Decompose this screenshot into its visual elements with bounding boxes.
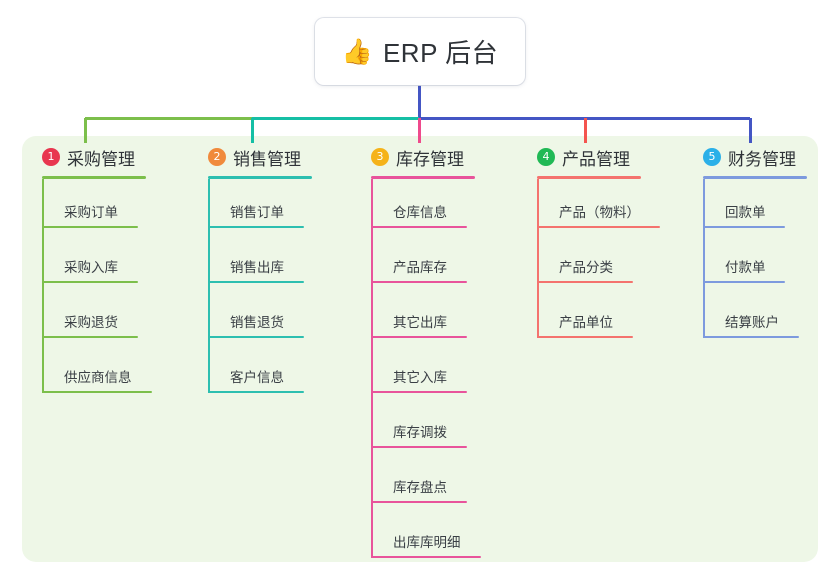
list-item-label: 销售订单 xyxy=(230,205,284,220)
list-item-rule xyxy=(208,226,304,228)
list-item-rule xyxy=(371,446,467,448)
branch-title-4: 产品管理 xyxy=(562,149,630,169)
list-item-rule xyxy=(537,226,660,228)
branch-header-rule-3 xyxy=(371,176,475,179)
list-item-label: 客户信息 xyxy=(230,370,284,385)
list-item-rule xyxy=(208,336,304,338)
branch-title-2: 销售管理 xyxy=(233,149,301,169)
branch-column-4: 4 产品管理产品（物料） 产品分类产品单位 xyxy=(537,146,660,338)
branch-column-5: 5 财务管理回款单付款单结算账户 xyxy=(703,146,807,338)
list-item-rule xyxy=(703,226,785,228)
list-item-label: 产品分类 xyxy=(559,260,613,275)
thumbs-up-icon: 👍 xyxy=(341,38,373,66)
list-item-label: 仓库信息 xyxy=(393,205,447,220)
list-item-rule xyxy=(42,336,138,338)
branch-column-3: 3 库存管理仓库信息产品库存其它出库其它入库库存调拨库存盘点出库库明细 xyxy=(371,146,481,558)
branch-header-4[interactable]: 4 产品管理 xyxy=(537,146,630,169)
branch-header-5[interactable]: 5 财务管理 xyxy=(703,146,796,169)
list-item-rule xyxy=(371,391,467,393)
branch-spine-2 xyxy=(208,179,210,393)
list-item-label: 库存调拨 xyxy=(393,425,447,440)
list-item-rule xyxy=(371,501,467,503)
branch-spine-4 xyxy=(537,179,539,338)
list-item-label: 其它出库 xyxy=(393,315,447,330)
branch-header-rule-1 xyxy=(42,176,146,179)
list-item-rule xyxy=(42,281,138,283)
root-node[interactable]: 👍 ERP 后台 xyxy=(315,18,525,85)
list-item-rule xyxy=(537,281,633,283)
branch-badge-4: 4 xyxy=(537,148,555,166)
branch-header-3[interactable]: 3 库存管理 xyxy=(371,146,464,169)
diagram-background-panel xyxy=(22,136,818,562)
list-item-label: 产品（物料） xyxy=(559,205,640,220)
list-item-rule xyxy=(703,336,799,338)
list-item-label: 结算账户 xyxy=(725,315,779,330)
list-item-rule xyxy=(537,336,633,338)
branch-spine-5 xyxy=(703,179,705,338)
list-item-label: 采购订单 xyxy=(64,205,118,220)
list-item-label: 库存盘点 xyxy=(393,480,447,495)
list-item-rule xyxy=(371,226,467,228)
list-item-label: 出库库明细 xyxy=(393,535,461,550)
list-item-rule xyxy=(208,281,304,283)
branch-title-3: 库存管理 xyxy=(396,149,464,169)
branch-header-rule-4 xyxy=(537,176,641,179)
branch-badge-5: 5 xyxy=(703,148,721,166)
branch-spine-3 xyxy=(371,179,373,558)
branch-column-1: 1 采购管理采购订单采购入库采购退货供应商信息 xyxy=(42,146,152,393)
list-item-label: 付款单 xyxy=(725,260,766,275)
branch-column-2: 2 销售管理销售订单销售出库销售退货客户信息 xyxy=(208,146,312,393)
branch-badge-2: 2 xyxy=(208,148,226,166)
list-item-label: 产品库存 xyxy=(393,260,447,275)
list-item-rule xyxy=(703,281,785,283)
branch-title-5: 财务管理 xyxy=(728,149,796,169)
branch-badge-3: 3 xyxy=(371,148,389,166)
list-item-rule xyxy=(42,226,138,228)
branch-header-2[interactable]: 2 销售管理 xyxy=(208,146,301,169)
list-item-label: 供应商信息 xyxy=(64,370,132,385)
branch-badge-1: 1 xyxy=(42,148,60,166)
list-item-label: 采购入库 xyxy=(64,260,118,275)
list-item-label: 销售退货 xyxy=(230,315,284,330)
list-item-label: 采购退货 xyxy=(64,315,118,330)
list-item-rule xyxy=(371,281,467,283)
branch-header-1[interactable]: 1 采购管理 xyxy=(42,146,135,169)
list-item-rule xyxy=(371,336,467,338)
list-item-label: 其它入库 xyxy=(393,370,447,385)
branch-header-rule-2 xyxy=(208,176,312,179)
list-item-rule xyxy=(42,391,152,393)
list-item-rule xyxy=(208,391,304,393)
list-item-label: 产品单位 xyxy=(559,315,613,330)
list-item-rule xyxy=(371,556,481,558)
branch-header-rule-5 xyxy=(703,176,807,179)
branch-spine-1 xyxy=(42,179,44,393)
list-item-label: 回款单 xyxy=(725,205,766,220)
list-item-label: 销售出库 xyxy=(230,260,284,275)
root-node-label: ERP 后台 xyxy=(382,38,499,68)
branch-title-1: 采购管理 xyxy=(67,149,135,169)
